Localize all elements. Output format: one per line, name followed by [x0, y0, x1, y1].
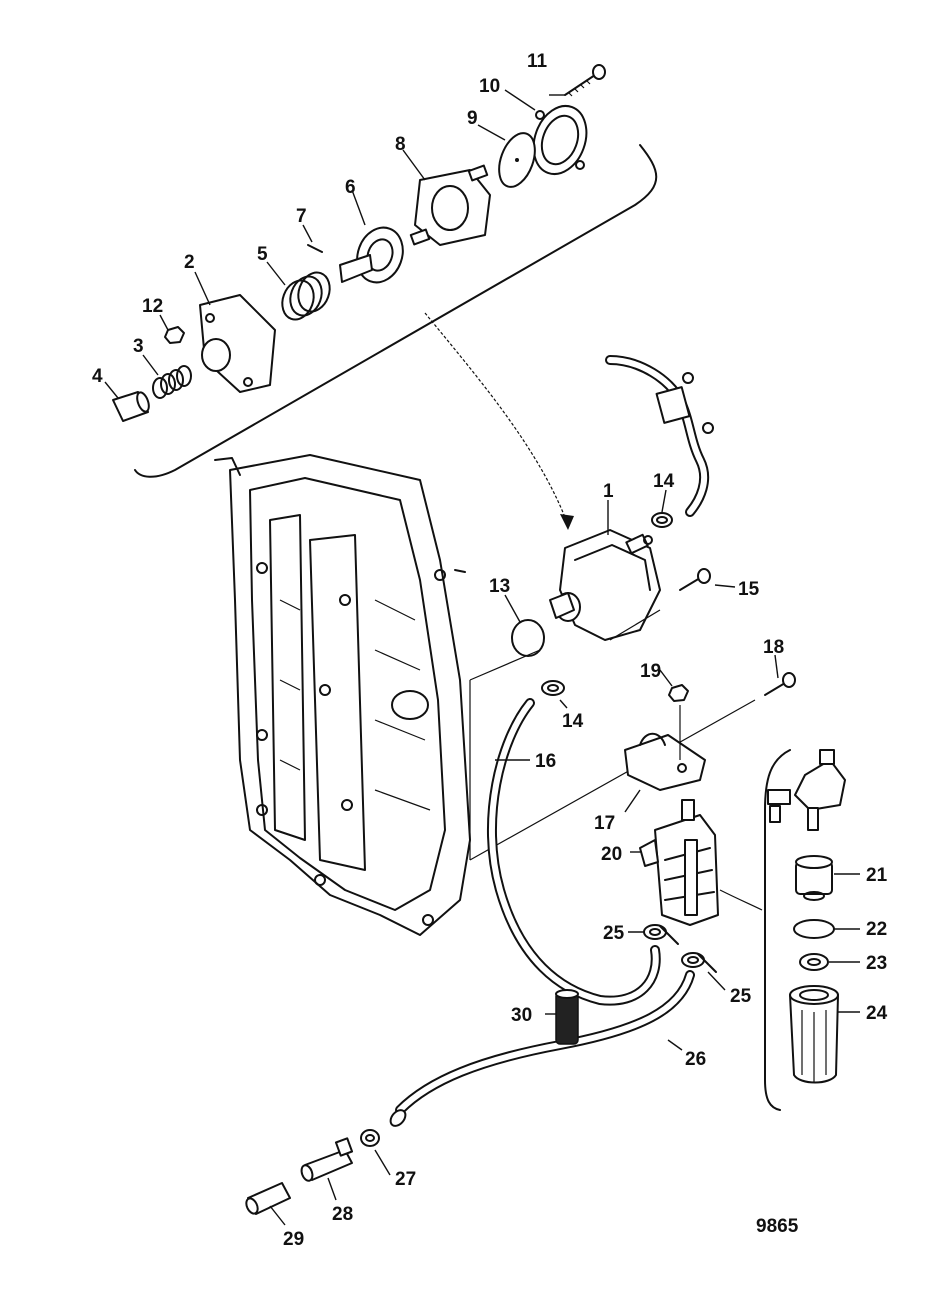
- fuel-pump-part-1: [549, 529, 661, 641]
- callout-24: 24: [866, 1003, 888, 1024]
- callout-21: 21: [866, 865, 888, 886]
- detail-arrow: [424, 312, 569, 526]
- plug-part-29: [245, 1182, 291, 1215]
- callout-30: 30: [511, 1005, 532, 1026]
- diaphragm-part-9: [498, 132, 536, 188]
- screw-part-11: [564, 64, 606, 97]
- callout-4: 4: [92, 366, 103, 387]
- filter-detail-arrow: [719, 889, 763, 911]
- fuel-filter-part-20: [639, 799, 719, 926]
- callout-14-upper: 14: [653, 471, 675, 492]
- spring-part-5: [281, 271, 331, 321]
- callout-8: 8: [395, 134, 406, 155]
- oring-part-13: [511, 619, 545, 657]
- leader-lines: [104, 89, 860, 1226]
- gasket-part-10: [532, 105, 588, 175]
- callout-29: 29: [283, 1229, 304, 1250]
- callout-28: 28: [332, 1204, 353, 1225]
- callout-1: 1: [603, 481, 614, 502]
- mount-leader-lines: [469, 609, 756, 861]
- pump-cover-part-8: [409, 164, 491, 246]
- plunger-part-6: [339, 226, 404, 284]
- nut-part-19: [668, 684, 689, 702]
- callout-7: 7: [296, 206, 307, 227]
- filter-head-detail: [767, 749, 846, 831]
- pin-part-7: [307, 244, 323, 253]
- nut-part-12: [164, 326, 185, 344]
- hose-clamp-part-25-right: [681, 952, 717, 973]
- hose-clamp-part-25-left: [643, 924, 679, 945]
- callout-23: 23: [866, 953, 887, 974]
- callout-20: 20: [601, 844, 622, 865]
- cylinder-block: [214, 454, 471, 936]
- callout-labels: 1 2 3 4 5 6 7 8 9 10 11 12 13 14 14 15 1…: [92, 51, 888, 1250]
- oring-part-22: [793, 919, 835, 939]
- callout-26: 26: [685, 1049, 706, 1070]
- filter-detail-bracket: [764, 749, 791, 1111]
- pump-base-part-2: [199, 294, 276, 393]
- callout-25-right: 25: [730, 986, 752, 1007]
- filter-part-21: [795, 855, 833, 901]
- callout-19: 19: [640, 661, 661, 682]
- nut-part-23: [799, 953, 829, 971]
- callout-5: 5: [257, 244, 268, 265]
- callout-9: 9: [467, 108, 478, 129]
- hose-clamp-part-27: [360, 1129, 380, 1147]
- callout-3: 3: [133, 336, 144, 357]
- callout-14-lower: 14: [562, 711, 584, 732]
- callout-18: 18: [763, 637, 784, 658]
- hose-clamp-part-14-lower: [541, 680, 565, 696]
- hose-clamp-part-14-upper: [651, 512, 673, 528]
- callout-2: 2: [184, 252, 195, 273]
- callout-27: 27: [395, 1169, 416, 1190]
- callout-12: 12: [142, 296, 163, 317]
- callout-22: 22: [866, 919, 887, 940]
- filter-bowl-part-24: [789, 985, 839, 1084]
- upper-fuel-hose: [605, 355, 714, 517]
- callout-16: 16: [535, 751, 556, 772]
- callout-17: 17: [594, 813, 615, 834]
- screw-part-15: [679, 568, 711, 591]
- fuel-hose-part-16: [486, 698, 661, 1006]
- bracket-part-17: [624, 705, 706, 791]
- diagram-id: 9865: [756, 1216, 799, 1237]
- fitting-part-28: [300, 1137, 354, 1182]
- screw-part-18: [764, 672, 796, 696]
- plug-part-4: [112, 391, 150, 422]
- callout-6: 6: [345, 177, 356, 198]
- callout-11: 11: [527, 51, 548, 72]
- spring-part-3: [152, 365, 192, 399]
- filter-element-part-30: [555, 989, 579, 1045]
- fuel-hose-part-26: [389, 970, 695, 1127]
- callout-15: 15: [738, 579, 760, 600]
- callout-25-left: 25: [603, 923, 625, 944]
- callout-10: 10: [479, 76, 500, 97]
- detail-arrowhead: [560, 514, 574, 530]
- callout-13: 13: [489, 576, 510, 597]
- exploded-view-bracket: [134, 144, 658, 478]
